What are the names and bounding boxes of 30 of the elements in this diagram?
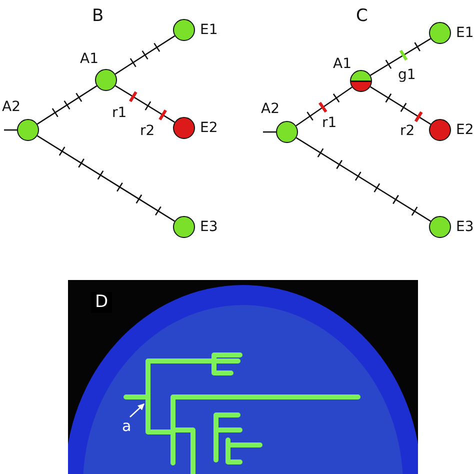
node-label: A1: [80, 52, 98, 66]
panel-letter: D: [91, 292, 112, 313]
branch-line: [36, 85, 98, 125]
branch-line: [370, 38, 431, 76]
node-label: A2: [2, 100, 20, 114]
leader-arrow: [130, 404, 144, 418]
node-label: E1: [200, 23, 218, 37]
node-label: E3: [456, 220, 474, 234]
branch-line: [370, 86, 431, 125]
mutation-label: r1: [112, 106, 127, 120]
node-label: E2: [456, 123, 474, 137]
panel-letter: C: [356, 8, 368, 25]
node-label: A2: [261, 102, 280, 116]
branch-line: [115, 85, 175, 123]
branch-line: [296, 86, 352, 126]
node-label: a: [122, 417, 132, 435]
branch-line: [114, 35, 176, 75]
branch-line: [263, 131, 276, 133]
branch-line: [37, 135, 175, 222]
mutation-label: r2: [140, 124, 155, 138]
node-label: E1: [456, 26, 474, 40]
panel-letter: B: [92, 8, 104, 25]
mutation-label: g1: [398, 68, 416, 82]
mutation-label: r1: [322, 116, 337, 130]
node-label: A1: [333, 57, 352, 71]
branch-line: [4, 129, 17, 131]
mutation-label: r2: [400, 124, 415, 138]
branch-line: [296, 137, 431, 222]
node-label: E2: [200, 121, 218, 135]
node-label: E3: [200, 220, 218, 234]
